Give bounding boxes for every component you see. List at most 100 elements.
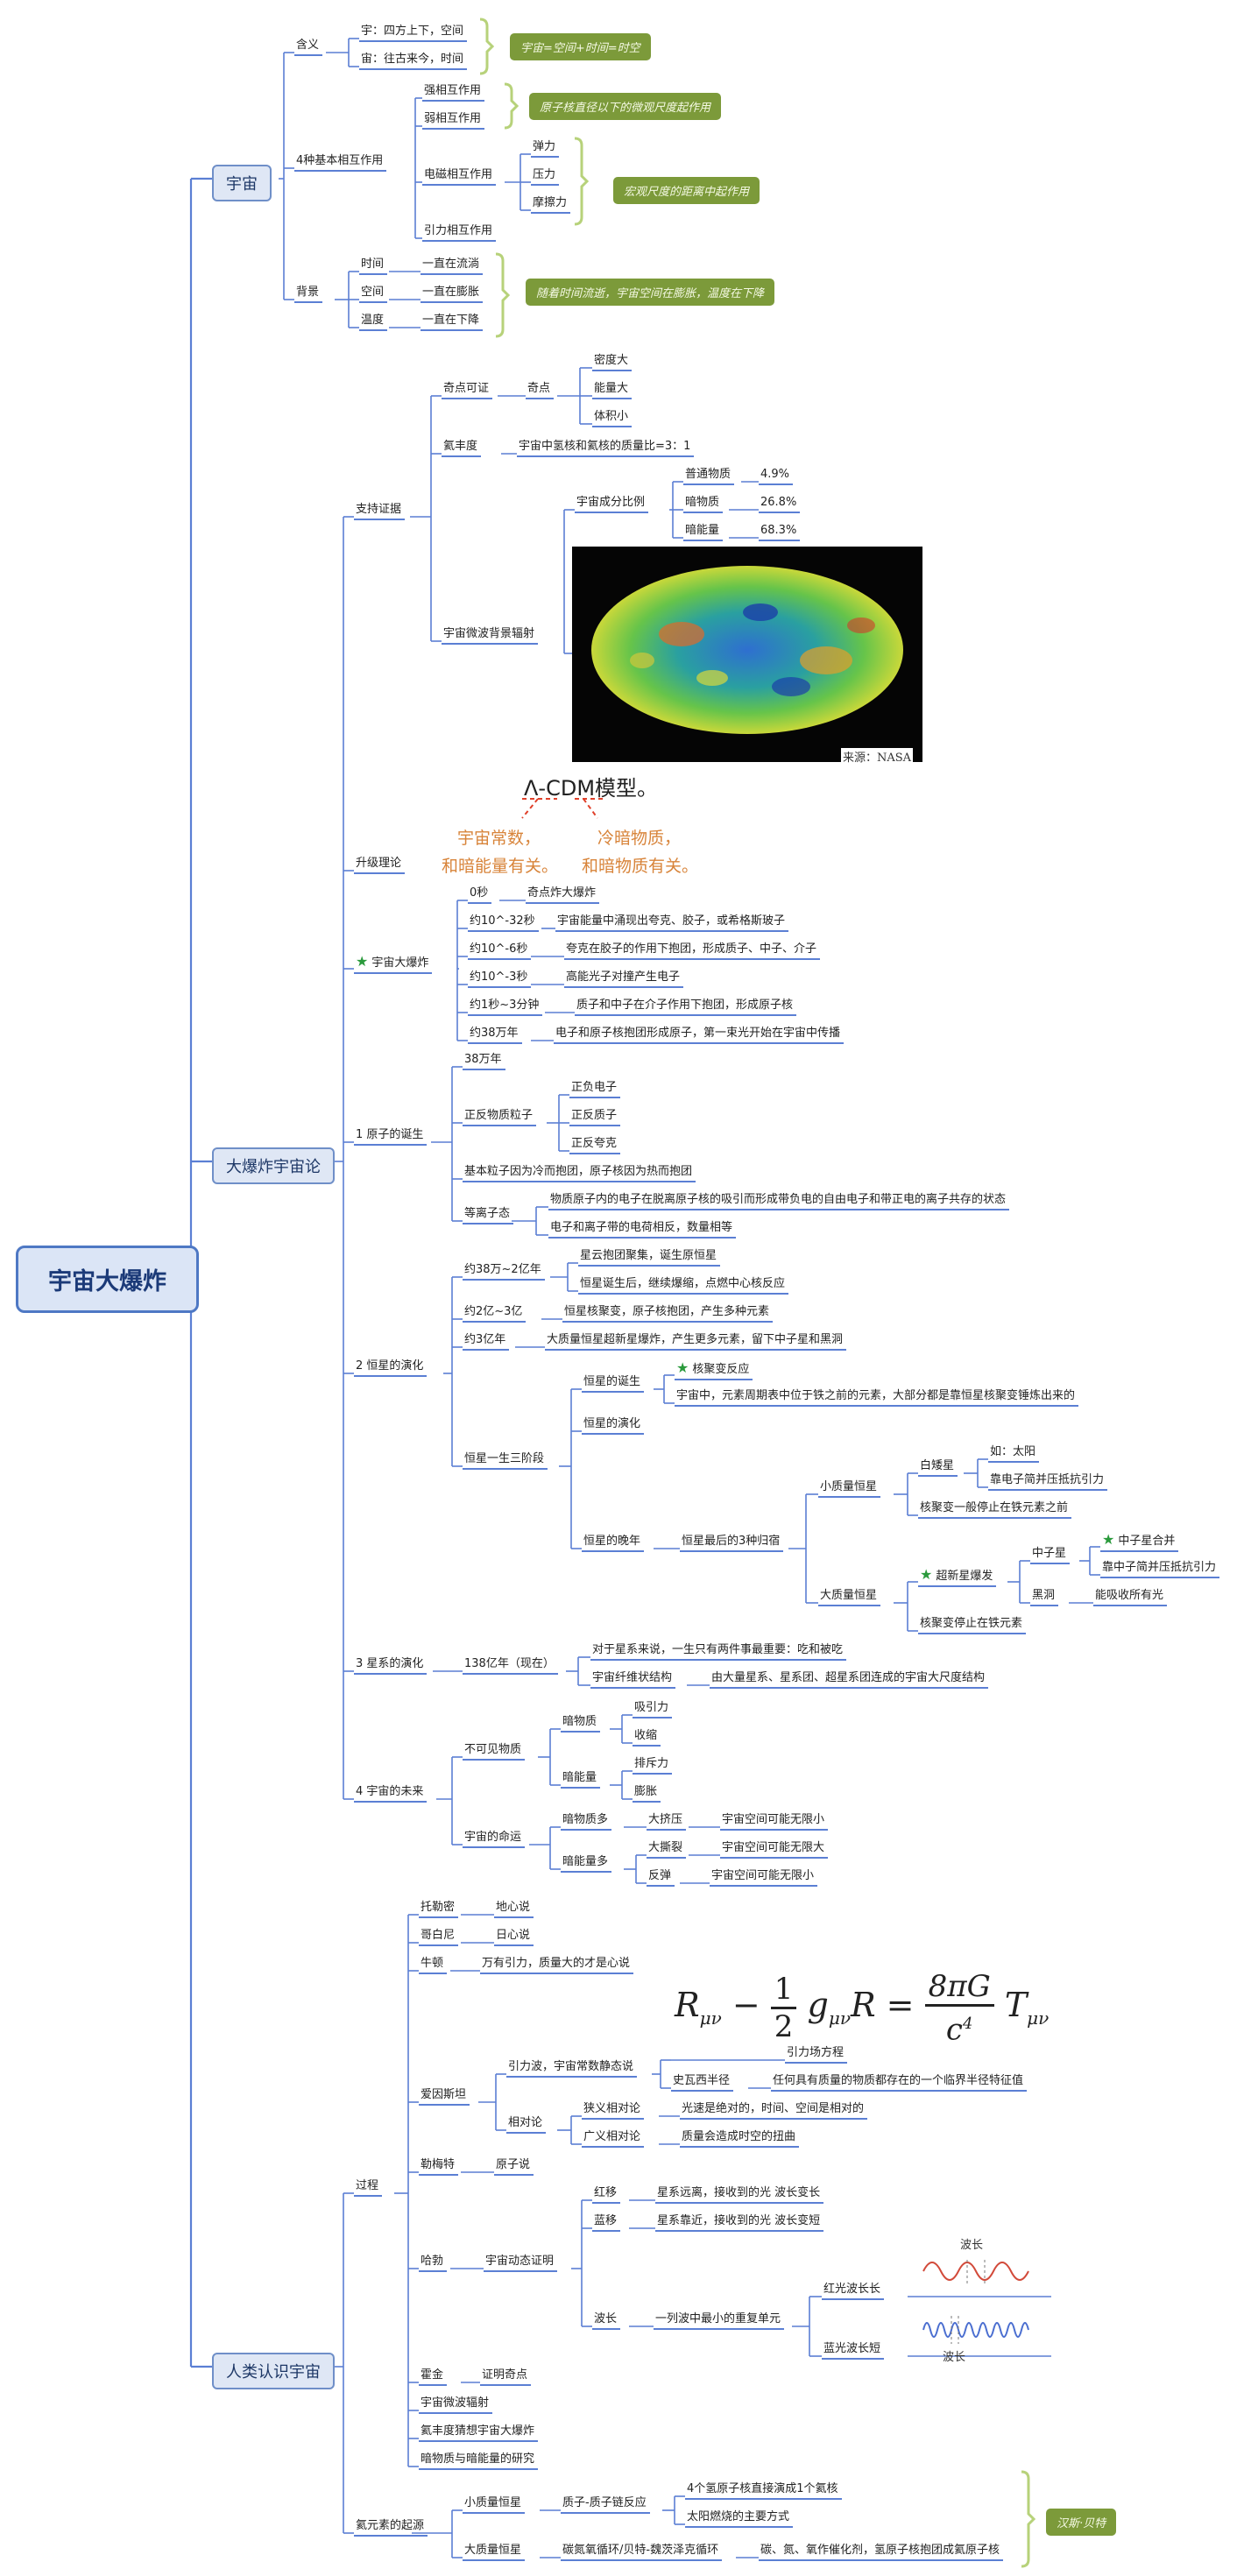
darkenergy-node[interactable]: 暗能量 — [683, 524, 724, 541]
shrink-node[interactable]: 收缩 — [633, 1729, 661, 1747]
point-node[interactable]: 奇点 — [526, 382, 555, 399]
dm-more[interactable]: 暗物质多 — [561, 1813, 612, 1831]
background-node[interactable]: 背景 — [294, 286, 323, 303]
blueshift-d[interactable]: 星系靠近，接收到的光 波长变短 — [655, 2214, 824, 2232]
star-evolution-node[interactable]: 2 恒星的演化 — [354, 1359, 428, 1377]
red-long[interactable]: 红光波长长 — [822, 2283, 885, 2300]
general-rel[interactable]: 广义相对论 — [582, 2130, 645, 2148]
bb-t4[interactable]: 约1秒~3分钟 — [468, 999, 543, 1016]
atom-node[interactable]: 1 原子的诞生 — [354, 1128, 428, 1146]
anti-proton[interactable]: 正反质子 — [569, 1109, 621, 1126]
bigbang-node[interactable]: ★宇宙大爆炸 — [354, 955, 433, 974]
small-stop[interactable]: 核聚变一般停止在铁元素之前 — [918, 1501, 1072, 1519]
neutron-pressure[interactable]: 靠中子简并压抵抗引力 — [1100, 1561, 1220, 1578]
wavelength[interactable]: 波长 — [592, 2312, 621, 2330]
sun-example[interactable]: 如：太阳 — [988, 1445, 1040, 1463]
he-large-star[interactable]: 大质量恒星 — [463, 2544, 526, 2561]
cno-cycle[interactable]: 碳氮氧循环/贝特-魏茨泽克循环 — [561, 2544, 723, 2561]
bb-t2[interactable]: 约10^-6秒 — [468, 942, 532, 960]
strong-node[interactable]: 强相互作用 — [422, 84, 485, 102]
schwarzschild[interactable]: 史瓦西半径 — [671, 2074, 734, 2092]
lemaitre[interactable]: 勒梅特 — [419, 2158, 459, 2176]
star-r1[interactable]: 约38万~2亿年 — [463, 1263, 545, 1281]
bounce[interactable]: 反弹 — [647, 1869, 675, 1887]
bg-time-v[interactable]: 一直在流淌 — [421, 258, 484, 275]
plasma-1[interactable]: 物质原子内的电子在脱离原子核的吸引而形成带负电的自由电子和带正电的离子共存的状态 — [548, 1193, 1010, 1210]
galaxy-g1[interactable]: 对于星系来说，一生只有两件事最重要：吃和被吃 — [590, 1643, 847, 1661]
large-star[interactable]: 大质量恒星 — [818, 1589, 881, 1606]
rip-d[interactable]: 宇宙空间可能无限大 — [720, 1841, 829, 1859]
bb-t3[interactable]: 约10^-3秒 — [468, 970, 532, 988]
special-rel[interactable]: 狭义相对论 — [582, 2102, 645, 2120]
blueshift[interactable]: 蓝移 — [592, 2214, 621, 2232]
galaxy-now[interactable]: 138亿年（现在） — [463, 1657, 558, 1675]
bb-t1[interactable]: 约10^-32秒 — [468, 914, 539, 932]
star-r1b[interactable]: 恒星诞生后，继续爆缩，点燃中心核反应 — [578, 1277, 789, 1295]
evidence-node[interactable]: 支持证据 — [354, 503, 406, 520]
helium-abundance-v[interactable]: 宇宙中氢核和氦核的质量比=3：1 — [517, 440, 695, 457]
forces-node[interactable]: 4种基本相互作用 — [294, 154, 387, 172]
large-stop[interactable]: 核聚变停止在铁元素 — [918, 1617, 1027, 1634]
repel-node[interactable]: 排斥力 — [633, 1757, 673, 1775]
bg-temp-v[interactable]: 一直在下降 — [421, 314, 484, 331]
star-r3[interactable]: 约3亿年 — [463, 1333, 510, 1351]
einstein[interactable]: 爱因斯坦 — [419, 2088, 470, 2106]
bg-time[interactable]: 时间 — [359, 258, 388, 275]
antimatter-node[interactable]: 正反物质粒子 — [463, 1109, 537, 1126]
heliocentric[interactable]: 日心说 — [494, 1929, 534, 1946]
galaxy-g2d[interactable]: 由大量星系、星系团、超星系团连成的宇宙大尺度结构 — [710, 1671, 989, 1689]
redshift-d[interactable]: 星系远离，接收到的光 波长变长 — [655, 2186, 824, 2204]
section-bigbang[interactable]: 大爆炸宇宙论 — [212, 1147, 335, 1184]
bb-d1[interactable]: 宇宙能量中涌现出夸克、胶子，或希格斯玻子 — [555, 914, 789, 932]
plasma-2[interactable]: 电子和离子带的电荷相反，数量相等 — [548, 1221, 737, 1239]
newton-d[interactable]: 万有引力，质量大的才是心说 — [480, 1957, 634, 1974]
pp-2[interactable]: 太阳燃烧的主要方式 — [685, 2510, 794, 2528]
cno-d[interactable]: 碳、氮、氧作催化剂，氢原子核抱团成氦原子核 — [759, 2544, 1004, 2561]
darkmatter-node[interactable]: 暗物质 — [683, 496, 724, 513]
attract-node[interactable]: 吸引力 — [633, 1701, 673, 1719]
crunch[interactable]: 大挤压 — [647, 1813, 687, 1831]
small-star[interactable]: 小质量恒星 — [818, 1480, 881, 1498]
geocentric[interactable]: 地心说 — [494, 1901, 534, 1918]
dynamic-proof[interactable]: 宇宙动态证明 — [484, 2255, 558, 2272]
helium-abundance-node[interactable]: 氦丰度 — [442, 440, 482, 457]
relativity[interactable]: 相对论 — [506, 2116, 547, 2134]
supernova-node[interactable]: ★超新星爆发 — [918, 1568, 997, 1587]
hubble[interactable]: 哈勃 — [419, 2255, 448, 2272]
galaxy-g2[interactable]: 宇宙纤维状结构 — [590, 1671, 676, 1689]
ordinary-v[interactable]: 4.9% — [759, 468, 794, 485]
grav-wave[interactable]: 引力波，宇宙常数静态说 — [506, 2060, 638, 2078]
bb-d3[interactable]: 高能光子对撞产生电子 — [564, 970, 684, 988]
star-life-node[interactable]: 恒星一生三阶段 — [463, 1452, 548, 1470]
hawking[interactable]: 霍金 — [419, 2368, 448, 2386]
galaxy-node[interactable]: 3 星系的演化 — [354, 1657, 428, 1675]
copernicus[interactable]: 哥白尼 — [419, 1929, 459, 1946]
atom-theory[interactable]: 原子说 — [494, 2158, 534, 2176]
helium-guess[interactable]: 氦丰度猜想宇宙大爆炸 — [419, 2424, 539, 2442]
section-universe[interactable]: 宇宙 — [212, 165, 272, 201]
he-small-star[interactable]: 小质量恒星 — [463, 2496, 526, 2514]
bb-d5[interactable]: 电子和原子核抱团形成原子，第一束光开始在宇宙中传播 — [554, 1027, 845, 1044]
star-r3d[interactable]: 大质量恒星超新星爆炸，产生更多元素，留下中子星和黑洞 — [545, 1333, 847, 1351]
darkenergy-v[interactable]: 68.3% — [759, 524, 801, 541]
yu-node[interactable]: 宇：四方上下，空间 — [359, 25, 468, 42]
darkmatter-v[interactable]: 26.8% — [759, 496, 801, 513]
electron-pressure[interactable]: 靠电子简并压抵抗引力 — [988, 1473, 1108, 1491]
em-node[interactable]: 电磁相互作用 — [422, 168, 497, 186]
star-r2[interactable]: 约2亿~3亿 — [463, 1305, 527, 1323]
friction-node[interactable]: 摩擦力 — [531, 196, 571, 214]
density-node[interactable]: 密度大 — [592, 354, 633, 371]
weak-node[interactable]: 弱相互作用 — [422, 112, 485, 130]
atom-years[interactable]: 38万年 — [463, 1053, 505, 1070]
general-rel-d[interactable]: 质量会造成时空的扭曲 — [680, 2130, 800, 2148]
star-r1a[interactable]: 星云抱团聚集，诞生原恒星 — [578, 1249, 721, 1267]
elastic-node[interactable]: 弹力 — [531, 140, 560, 158]
bg-space[interactable]: 空间 — [359, 286, 388, 303]
de-more[interactable]: 暗能量多 — [561, 1855, 612, 1873]
bg-space-v[interactable]: 一直在膨胀 — [421, 286, 484, 303]
crunch-d[interactable]: 宇宙空间可能无限小 — [720, 1813, 829, 1831]
prove-singularity[interactable]: 证明奇点 — [480, 2368, 532, 2386]
white-dwarf[interactable]: 白矮星 — [918, 1459, 958, 1477]
rip[interactable]: 大撕裂 — [647, 1841, 687, 1859]
dark-research[interactable]: 暗物质与暗能量的研究 — [419, 2452, 539, 2470]
